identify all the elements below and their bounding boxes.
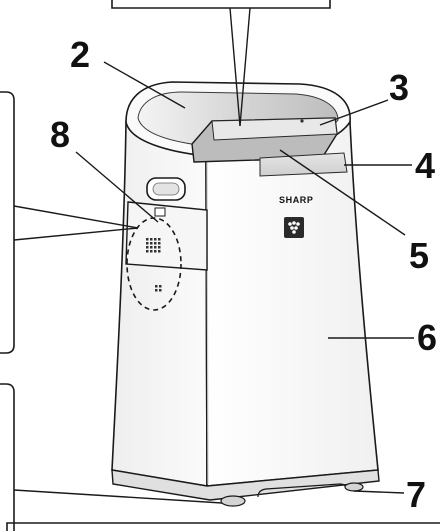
- callout-4: 4: [415, 145, 435, 186]
- sensor-grid-icon: [146, 238, 161, 253]
- control-panel: [259, 152, 348, 177]
- side-filter-panel: [125, 201, 208, 271]
- brand-logo: SHARP: [279, 195, 314, 205]
- callout-numbers: 2 3 4 5 6 7 8: [50, 34, 437, 515]
- callout-2: 2: [70, 34, 90, 75]
- callout-8: 8: [50, 114, 70, 155]
- leader-lines: [13, 7, 414, 504]
- front-panel: [205, 120, 379, 487]
- purifier-body: SHARP: [111, 81, 380, 507]
- sensor-dot-icon: [155, 285, 162, 292]
- callout-5: 5: [409, 235, 429, 276]
- callout-7: 7: [406, 474, 426, 515]
- plasmacluster-badge-icon: [284, 217, 304, 238]
- callout-6: 6: [417, 317, 437, 358]
- side-panel: [111, 120, 208, 487]
- callout-3: 3: [389, 67, 409, 108]
- base: [111, 469, 380, 501]
- caster-right: [344, 482, 364, 492]
- caster-front: [220, 495, 246, 507]
